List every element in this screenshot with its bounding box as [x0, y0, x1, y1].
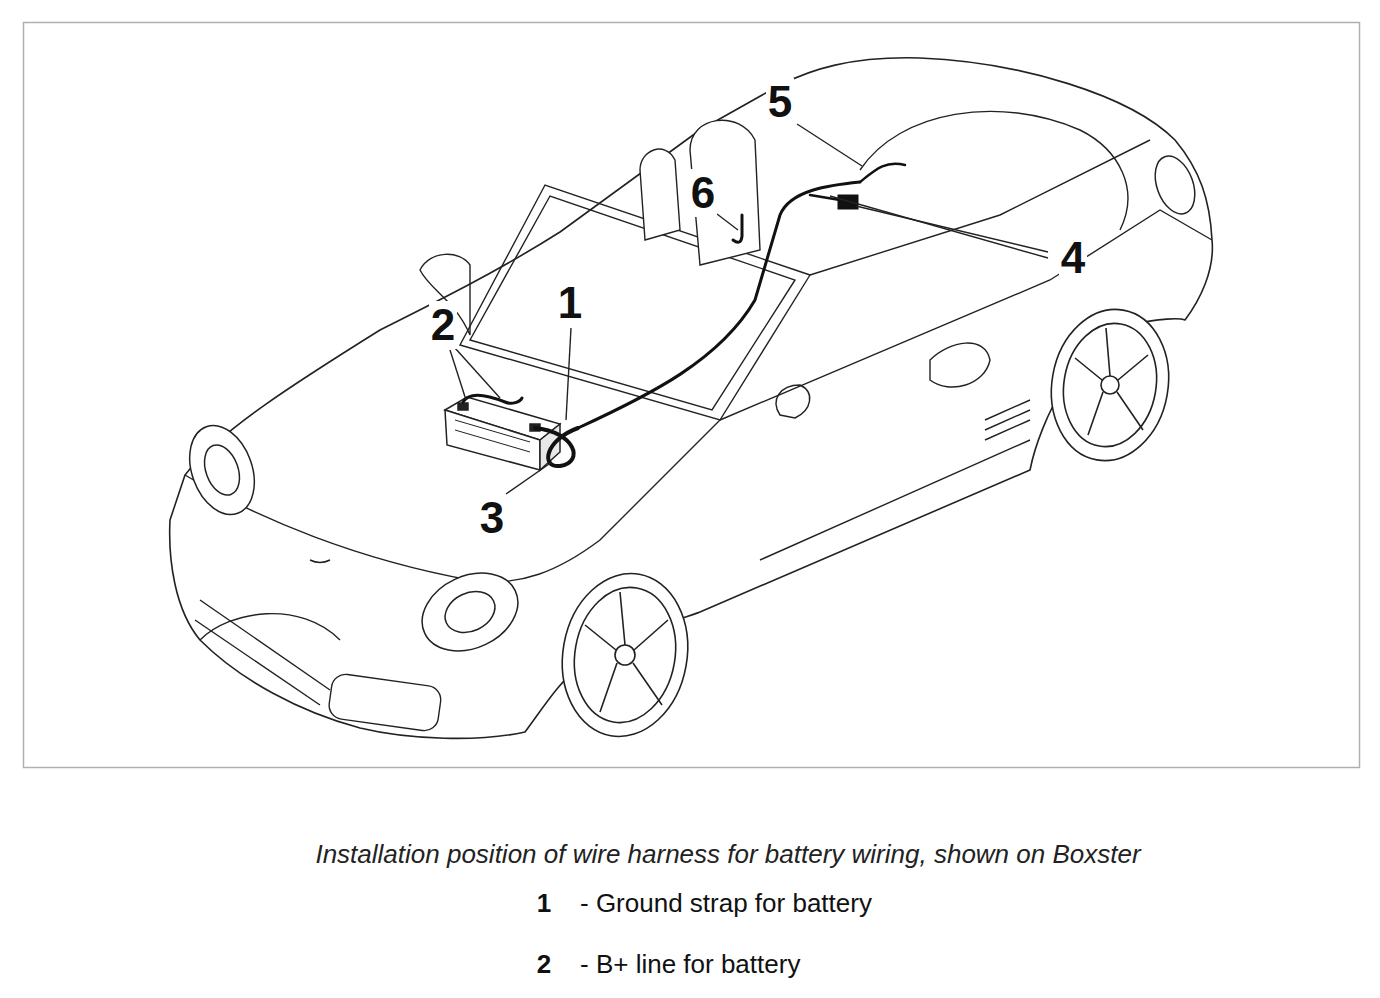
- callout-number: 1: [556, 279, 584, 327]
- car-body: [170, 58, 1213, 739]
- callout-number: 6: [689, 169, 717, 217]
- callout-number: 4: [1059, 234, 1087, 282]
- headlights: [438, 584, 501, 640]
- battery: [458, 403, 468, 410]
- frame: [24, 23, 1360, 768]
- leader-lines: [506, 462, 552, 494]
- wheels: [564, 579, 686, 730]
- car-details: [860, 111, 1128, 230]
- leader-lines: [566, 328, 571, 420]
- key-text: - Ground strap for battery: [580, 889, 872, 918]
- wheels: [550, 563, 701, 746]
- car-details: [760, 440, 1030, 560]
- battery: [455, 420, 530, 452]
- leader-lines: [717, 214, 738, 230]
- leader-lines: [455, 348, 500, 398]
- callout-number: 3: [478, 494, 506, 542]
- key-number: 1: [537, 889, 551, 918]
- headlights: [178, 417, 266, 524]
- seats: [640, 120, 760, 265]
- seats: [640, 149, 680, 240]
- car-details: [185, 111, 1212, 732]
- wheels: [1101, 376, 1119, 394]
- headlights: [178, 151, 1202, 666]
- wire-harness: [838, 195, 858, 209]
- car-details: [985, 400, 1030, 440]
- wheels: [550, 300, 1181, 746]
- leader-lines: [450, 124, 1048, 494]
- wire-harness: [733, 215, 742, 242]
- wheels: [1040, 300, 1181, 470]
- wheels: [615, 645, 635, 665]
- car-details: [195, 600, 330, 705]
- wire-harness: [578, 182, 860, 428]
- battery: [445, 397, 560, 470]
- wire-harness: [535, 428, 578, 466]
- car-details: [810, 140, 1150, 275]
- headlights: [1148, 151, 1202, 220]
- callout-number: 2: [429, 301, 457, 349]
- key-number: 2: [537, 950, 551, 979]
- wire-harness: [463, 164, 905, 466]
- wire-harness: [860, 164, 905, 182]
- car-details: [310, 560, 330, 563]
- car-details: [200, 614, 340, 640]
- car-details: [327, 673, 442, 733]
- wheels: [1054, 316, 1166, 454]
- callout-number: 5: [766, 78, 794, 126]
- leader-lines: [797, 124, 862, 166]
- battery: [445, 410, 540, 470]
- wheels: [585, 592, 668, 712]
- caption: Installation position of wire harness fo…: [315, 840, 1140, 869]
- headlights: [409, 558, 530, 666]
- wire-harness: [463, 395, 522, 403]
- car-body: [170, 58, 1213, 739]
- key-text: - B+ line for battery: [580, 950, 800, 979]
- leader-lines: [830, 196, 1048, 258]
- leader-lines: [856, 206, 1048, 252]
- car-details: [776, 385, 810, 418]
- wheels: [1075, 328, 1148, 435]
- headlights: [198, 440, 246, 500]
- car-details: [930, 343, 990, 387]
